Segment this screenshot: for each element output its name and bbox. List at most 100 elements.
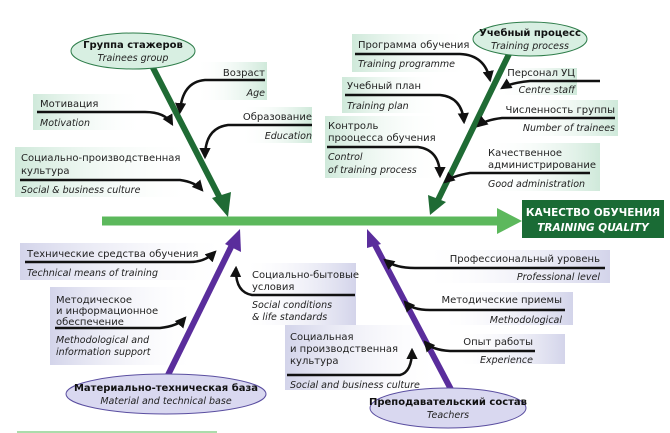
cause-en-teachers-3-0: Social and business culture [290, 380, 420, 391]
cause-arrow-material-0 [25, 250, 217, 264]
bone-teachers-arrowhead [367, 229, 381, 248]
cause-arrow-process-5 [443, 171, 590, 184]
cause-en-trainees-2-0: Education [265, 131, 312, 142]
bone-trainees-arrowhead [212, 192, 231, 217]
cause-en-trainees-0-0: Age [246, 88, 266, 99]
category-teachers-en: Teachers [427, 410, 469, 421]
cause-ru-trainees-3-0: Социально-производственная [21, 153, 180, 164]
cause-arrow-trainees-2 [199, 123, 312, 160]
cause-ru-trainees-0-0: Возраст [223, 68, 265, 79]
cause-arrow-teachers-2 [423, 340, 535, 353]
result-ru: КАЧЕСТВО ОБУЧЕНИЯ [526, 207, 660, 219]
category-material-ru: Материально-техническая база [74, 382, 258, 394]
bone-material [165, 243, 235, 377]
cause-arrow-process-2 [345, 93, 469, 125]
cause-en-material-1-1: & life standards [252, 312, 327, 323]
cause-arrow-process-3 [476, 115, 615, 128]
cause-ru-process-5-0: Качественное [488, 148, 562, 159]
cause-ru-process-1-0: Персонал УЦ [507, 68, 575, 79]
category-trainees-ru: Группа стажеров [83, 40, 183, 51]
cause-en-material-0-0: Technical means of training [27, 268, 158, 279]
cause-ru-material-2-0: Методическое [56, 295, 132, 306]
category-material: Материально-техническая база Material an… [65, 373, 267, 415]
cause-ru-process-4-1: прооцесса обучения [328, 133, 436, 144]
category-trainees: Группа стажеров Trainees group [70, 32, 196, 70]
cause-en-teachers-0-0: Professional level [517, 272, 600, 283]
cause-ru-material-0-0: Технические средства обучения [26, 249, 198, 260]
cause-arrow-process-4 [327, 145, 446, 179]
cause-box-teachers-0 [430, 250, 610, 283]
result-box: КАЧЕСТВО ОБУЧЕНИЯ TRAINING QUALITY [522, 200, 664, 238]
cause-arrow-process-0 [355, 52, 494, 83]
cause-box-trainees-3 [15, 147, 195, 197]
cause-ru-teachers-3-0: Социальная [290, 332, 354, 343]
cause-en-trainees-3-0: Social & business culture [21, 185, 141, 196]
cause-arrow-material-1 [230, 265, 355, 297]
cause-process-1: Персонал УЦ Centre staff [500, 68, 600, 96]
cause-en-process-0-0: Training programme [358, 59, 455, 70]
cause-ru-teachers-0-0: Профессиональный уровень [450, 254, 600, 265]
bone-trainees [147, 60, 225, 204]
cause-box-teachers-1 [445, 292, 573, 325]
cause-en-process-3-0: Number of trainees [523, 123, 615, 134]
category-teachers: Преподавательский состав Teachers [369, 387, 527, 429]
cause-en-process-4-1: of training process [328, 165, 417, 176]
cause-ru-teachers-2-0: Опыт работы [463, 337, 533, 348]
cause-ru-material-1-1: условия [252, 282, 294, 293]
cause-box-process-5 [485, 143, 600, 191]
category-material-en: Material and technical base [100, 396, 231, 407]
cause-arrow-teachers-0 [383, 258, 605, 271]
cause-en-process-4-0: Control [328, 152, 363, 163]
cause-ru-teachers-3-2: культура [290, 356, 338, 367]
cause-ru-trainees-1-0: Мотивация [40, 99, 98, 110]
category-teachers-ru: Преподавательский состав [369, 397, 527, 408]
cause-arrow-teachers-3 [287, 347, 418, 377]
cause-en-trainees-1-0: Motivation [40, 118, 90, 129]
cause-en-material-2-0: Methodological and [56, 335, 150, 346]
category-process: Учебный процесс Training process [472, 21, 588, 57]
cause-ru-teachers-3-1: и производственная [290, 344, 398, 355]
cause-en-material-2-1: information support [56, 347, 152, 358]
category-process-ru: Учебный процесс [479, 27, 581, 39]
cause-en-material-1-0: Social conditions [252, 300, 332, 311]
cause-ru-material-2-2: обеспечение [56, 317, 124, 328]
category-trainees-en: Trainees group [98, 53, 169, 64]
cause-en-process-2-0: Training plan [347, 101, 409, 112]
spine-arrowhead [497, 208, 522, 234]
cause-ru-trainees-3-1: культура [21, 166, 69, 177]
cause-arrow-material-2 [55, 316, 187, 330]
bone-material-arrowhead [225, 229, 241, 252]
category-process-en: Training process [491, 41, 569, 52]
cause-en-process-5-0: Good administration [488, 179, 585, 190]
bone-process-arrowhead [428, 195, 446, 215]
cause-en-teachers-1-0: Methodological [490, 315, 563, 326]
cause-arrow-trainees-0 [174, 78, 265, 115]
cause-en-teachers-2-0: Experience [480, 355, 533, 366]
cause-ru-trainees-2-0: Образование [243, 112, 312, 123]
cause-trainees-3: Социально-производственная культураSocial… [20, 153, 204, 196]
cause-arrow-process-1 [500, 78, 600, 90]
cause-ru-process-4-0: Контроль [328, 121, 378, 132]
cause-ru-process-5-1: администрирование [488, 160, 596, 171]
cause-en-process-1-0: Centre staff [519, 85, 576, 96]
cause-arrow-teachers-1 [403, 300, 565, 313]
result-en: TRAINING QUALITY [537, 222, 650, 234]
cause-ru-material-2-1: и информационное [56, 306, 158, 317]
cause-ru-material-1-0: Социально-бытовые [252, 270, 359, 281]
cause-ru-process-3-0: Численность группы [506, 105, 615, 116]
